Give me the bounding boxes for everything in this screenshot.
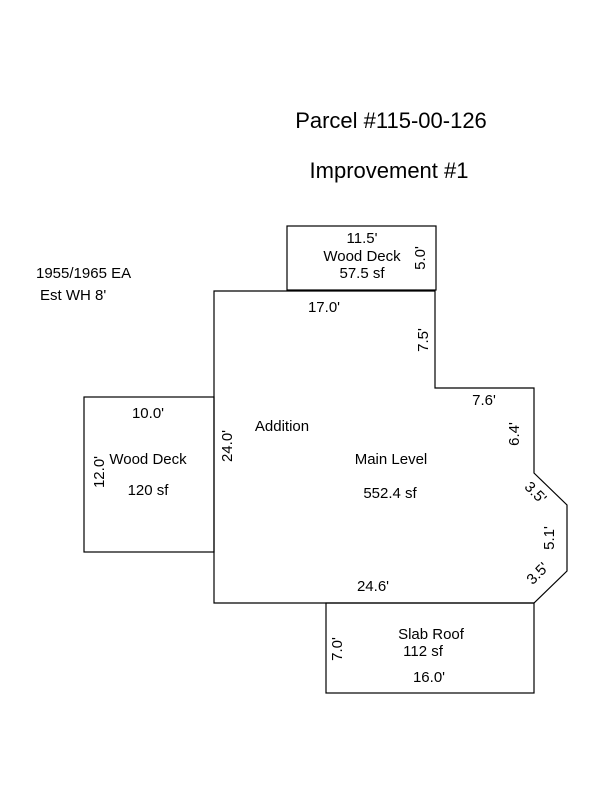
addition-label: Addition — [255, 418, 309, 435]
year-note: 1955/1965 EA — [36, 265, 131, 282]
left-deck-area: 120 sf — [128, 482, 170, 499]
main-level-label: Main Level — [355, 451, 428, 468]
left-deck-width: 10.0' — [132, 405, 164, 422]
slab-roof-depth: 7.0' — [329, 637, 346, 661]
improvement-title: Improvement #1 — [310, 158, 469, 183]
main-right-upper-dim: 7.5' — [415, 328, 432, 352]
slab-roof-outline — [325, 602, 535, 694]
main-left-dim: 24.0' — [219, 430, 236, 462]
wall-height-note: Est WH 8' — [40, 287, 106, 304]
left-deck-depth: 12.0' — [91, 456, 108, 488]
main-level-area: 552.4 sf — [363, 485, 417, 502]
top-deck-width: 11.5' — [347, 230, 378, 247]
top-deck-area: 57.5 sf — [339, 265, 385, 282]
slab-roof-width: 16.0' — [413, 669, 445, 686]
parcel-title: Parcel #115-00-126 — [295, 108, 487, 133]
main-right-mid-dim: 6.4' — [506, 422, 523, 446]
left-wood-deck-outline — [83, 396, 215, 553]
left-deck-label: Wood Deck — [109, 451, 187, 468]
main-bay-dim: 5.1' — [541, 526, 558, 550]
top-deck-depth: 5.0' — [412, 246, 429, 270]
main-level-outline — [213, 290, 568, 604]
top-wood-deck-outline — [286, 225, 437, 291]
main-diag-lower-dim: 3.5' — [523, 559, 552, 588]
main-step-dim: 7.6' — [472, 392, 496, 409]
top-deck-label: Wood Deck — [323, 248, 401, 265]
slab-roof-area: 112 sf — [403, 643, 444, 660]
main-diag-upper-dim: 3.5' — [521, 478, 550, 507]
main-top-dim: 17.0' — [308, 299, 340, 316]
main-bottom-dim: 24.6' — [357, 578, 389, 595]
slab-roof-label: Slab Roof — [398, 626, 465, 643]
